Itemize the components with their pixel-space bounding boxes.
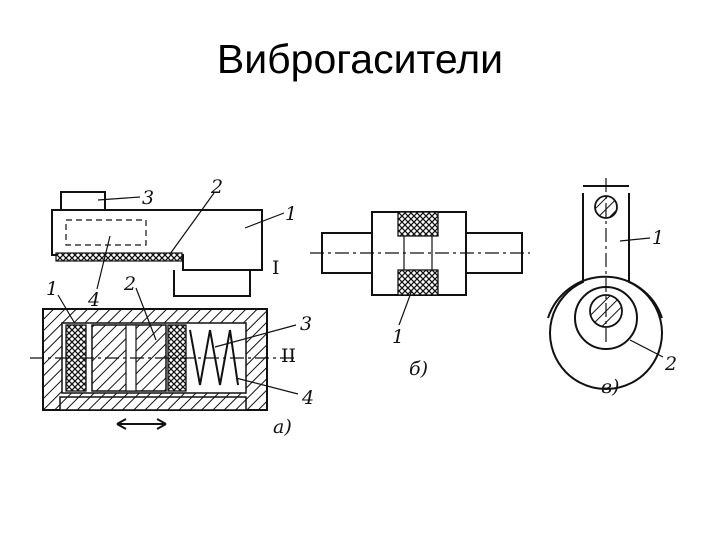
label-a-sec-1: 1: [46, 278, 58, 300]
label-v-1: 1: [652, 227, 664, 249]
pendulum-arm: [549, 193, 663, 390]
caption-a: а): [273, 416, 292, 438]
label-a-sec-4: 4: [301, 387, 314, 409]
elastic-ring-bottom: [397, 269, 439, 296]
figure-b: 1 б): [310, 211, 530, 380]
figure-v: 1 2 в): [547, 178, 677, 398]
label-a-top-4: 4: [87, 289, 100, 311]
section-label-II: II: [281, 345, 296, 367]
label-a-top-3: 3: [142, 187, 154, 209]
label-a-sec-3: 3: [300, 313, 312, 335]
label-b-1: 1: [392, 326, 404, 348]
elastic-ring-top: [397, 211, 439, 237]
rubber-strip: [55, 252, 183, 262]
hidden-insert-outline: [65, 219, 147, 246]
caption-b: б): [409, 358, 428, 380]
label-a-top-2: 2: [210, 176, 223, 198]
lever-body: [51, 209, 263, 271]
figure-a-top-view: 3 2 1 4 I: [51, 176, 297, 311]
section-label-I: I: [272, 257, 280, 279]
label-a-sec-2: 2: [123, 273, 136, 295]
slide-title: Виброгасители: [216, 36, 504, 82]
weight-block: [60, 191, 106, 211]
label-a-top-1: 1: [285, 203, 297, 225]
slide-rod: [59, 396, 247, 411]
figure-a-section-view: 1 2 3 4 II а): [30, 273, 314, 438]
label-v-2: 2: [664, 353, 677, 375]
caption-v: в): [601, 376, 619, 398]
lower-stem: [173, 270, 251, 297]
